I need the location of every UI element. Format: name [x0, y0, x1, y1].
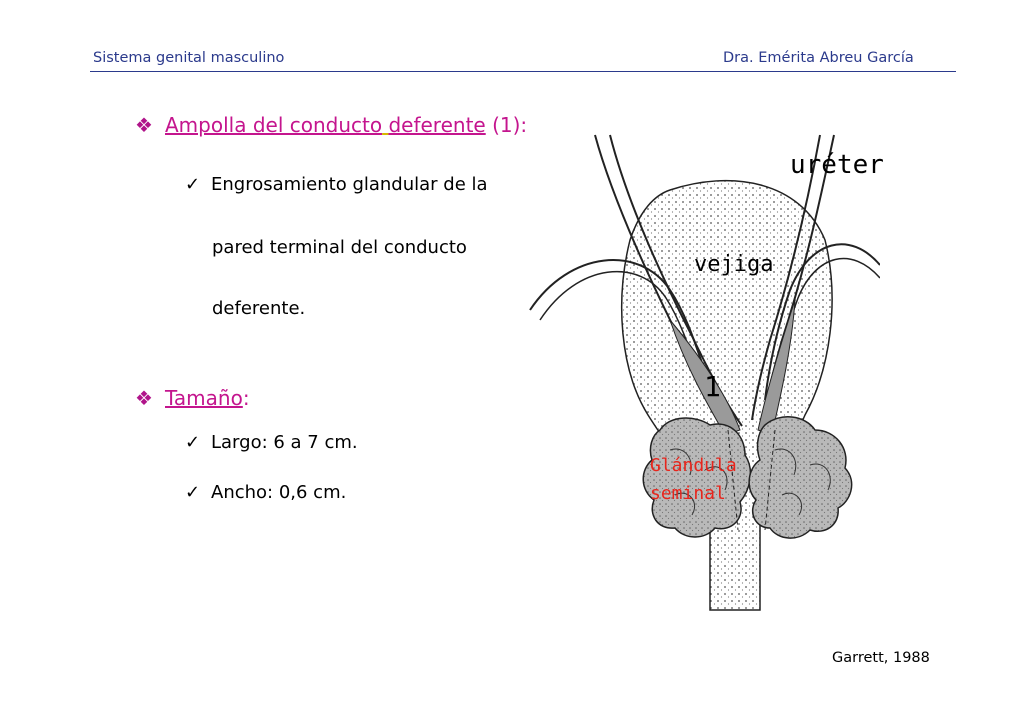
section-ampolla-heading: ❖ Ampolla del conducto deferente (1): — [135, 113, 527, 137]
header-author: Dra. Emérita Abreu García — [723, 50, 914, 66]
ampolla-desc-line3: deferente. — [212, 298, 306, 319]
label-glandula-seminal: Glándula seminal — [650, 452, 760, 508]
ampolla-desc-line1: Engrosamiento glandular de la — [211, 174, 488, 195]
check-icon: ✓ — [185, 482, 201, 503]
bladder-shape — [620, 179, 833, 611]
figure-credit: Garrett, 1988 — [832, 650, 930, 666]
duct-dashed-right — [764, 429, 776, 531]
size-width-text: Ancho: 0,6 cm. — [211, 482, 347, 503]
diamond-bullet-icon: ❖ — [135, 386, 153, 410]
ureter-right — [751, 134, 821, 421]
header-topic: Sistema genital masculino — [93, 50, 285, 66]
heading-part-deferente: deferente — [388, 113, 486, 137]
size-item-length: ✓ Largo: 6 a 7 cm. — [185, 432, 358, 454]
heading-part-ref: (1): — [485, 113, 528, 137]
seminal-vesicle-left — [642, 417, 752, 538]
anatomy-illustration — [529, 134, 880, 611]
label-ureter: uréter — [790, 150, 884, 180]
section-tamano-heading: ❖ Tamaño: — [135, 386, 250, 410]
label-glandula-line2: seminal — [650, 483, 726, 504]
heading-tamano: Tamaño — [165, 386, 243, 410]
size-length-text: Largo: 6 a 7 cm. — [211, 432, 358, 453]
label-ampulla-number: 1 — [704, 370, 721, 403]
heading-part-conducto: Ampolla del conducto — [165, 113, 383, 137]
check-icon: ✓ — [185, 432, 201, 453]
duct-dashed-left — [727, 429, 739, 531]
ampolla-desc-line2: pared terminal del conducto — [212, 237, 467, 258]
label-vejiga: vejiga — [694, 252, 774, 277]
diamond-bullet-icon: ❖ — [135, 113, 153, 137]
vas-deferens-left — [529, 259, 716, 401]
size-item-width: ✓ Ancho: 0,6 cm. — [185, 482, 346, 504]
label-glandula-line1: Glándula — [650, 455, 737, 476]
vas-deferens-right — [764, 243, 880, 401]
seminal-vesicle-right — [748, 416, 853, 539]
header-divider — [90, 71, 956, 72]
check-icon: ✓ — [185, 174, 201, 195]
heading-colon: : — [242, 386, 250, 410]
ampolla-desc-item: ✓ Engrosamiento glandular de la — [185, 174, 488, 196]
